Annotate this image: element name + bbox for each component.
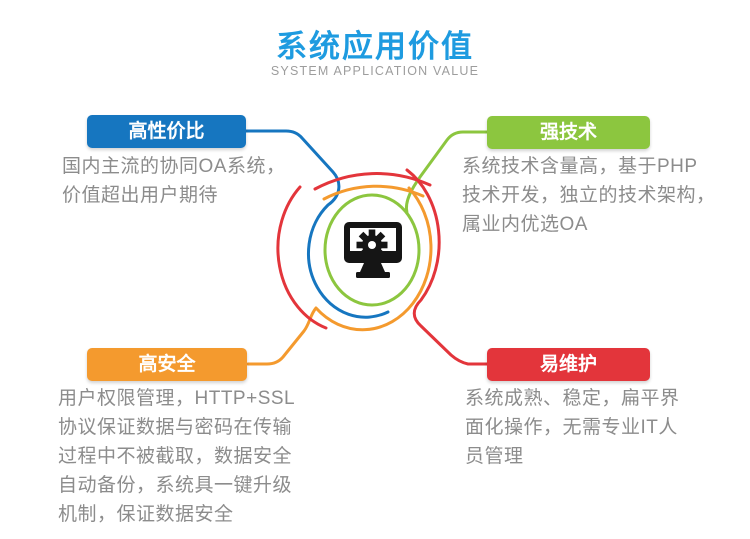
label-box-easy-maintenance: 易维护 <box>487 348 650 381</box>
description-strong-technology: 系统技术含量高，基于PHP 技术开发，独立的技术架构， 属业内优选OA <box>462 156 716 235</box>
label-box-cost-performance: 高性价比 <box>87 115 246 148</box>
monitor-gear-icon <box>344 222 402 278</box>
page-title: 系统应用价值 <box>276 29 474 64</box>
description-high-security: 用户权限管理，HTTP+SSL 协议保证数据与密码在传输 过程中不被截取，数据安… <box>58 388 296 525</box>
hub-arc-orange-top <box>322 184 425 201</box>
label-box-high-security: 高安全 <box>87 348 247 381</box>
connector-line-orange <box>246 186 433 366</box>
connector-line-blue <box>244 129 390 319</box>
hub-arc-red-left <box>276 185 328 330</box>
hub-ring-green <box>323 193 421 307</box>
description-cost-performance: 国内主流的协同OA系统， 价值超出用户期待 <box>62 156 286 206</box>
label-box-strong-technology: 强技术 <box>487 116 650 149</box>
description-easy-maintenance: 系统成熟、稳定，扁平界 面化操作，无需专业IT人 员管理 <box>465 388 680 467</box>
page-subtitle: SYSTEM APPLICATION VALUE <box>270 64 480 78</box>
connector-line-red <box>405 168 489 366</box>
hub-arc-red-top <box>313 172 432 191</box>
connector-line-green <box>404 130 489 215</box>
